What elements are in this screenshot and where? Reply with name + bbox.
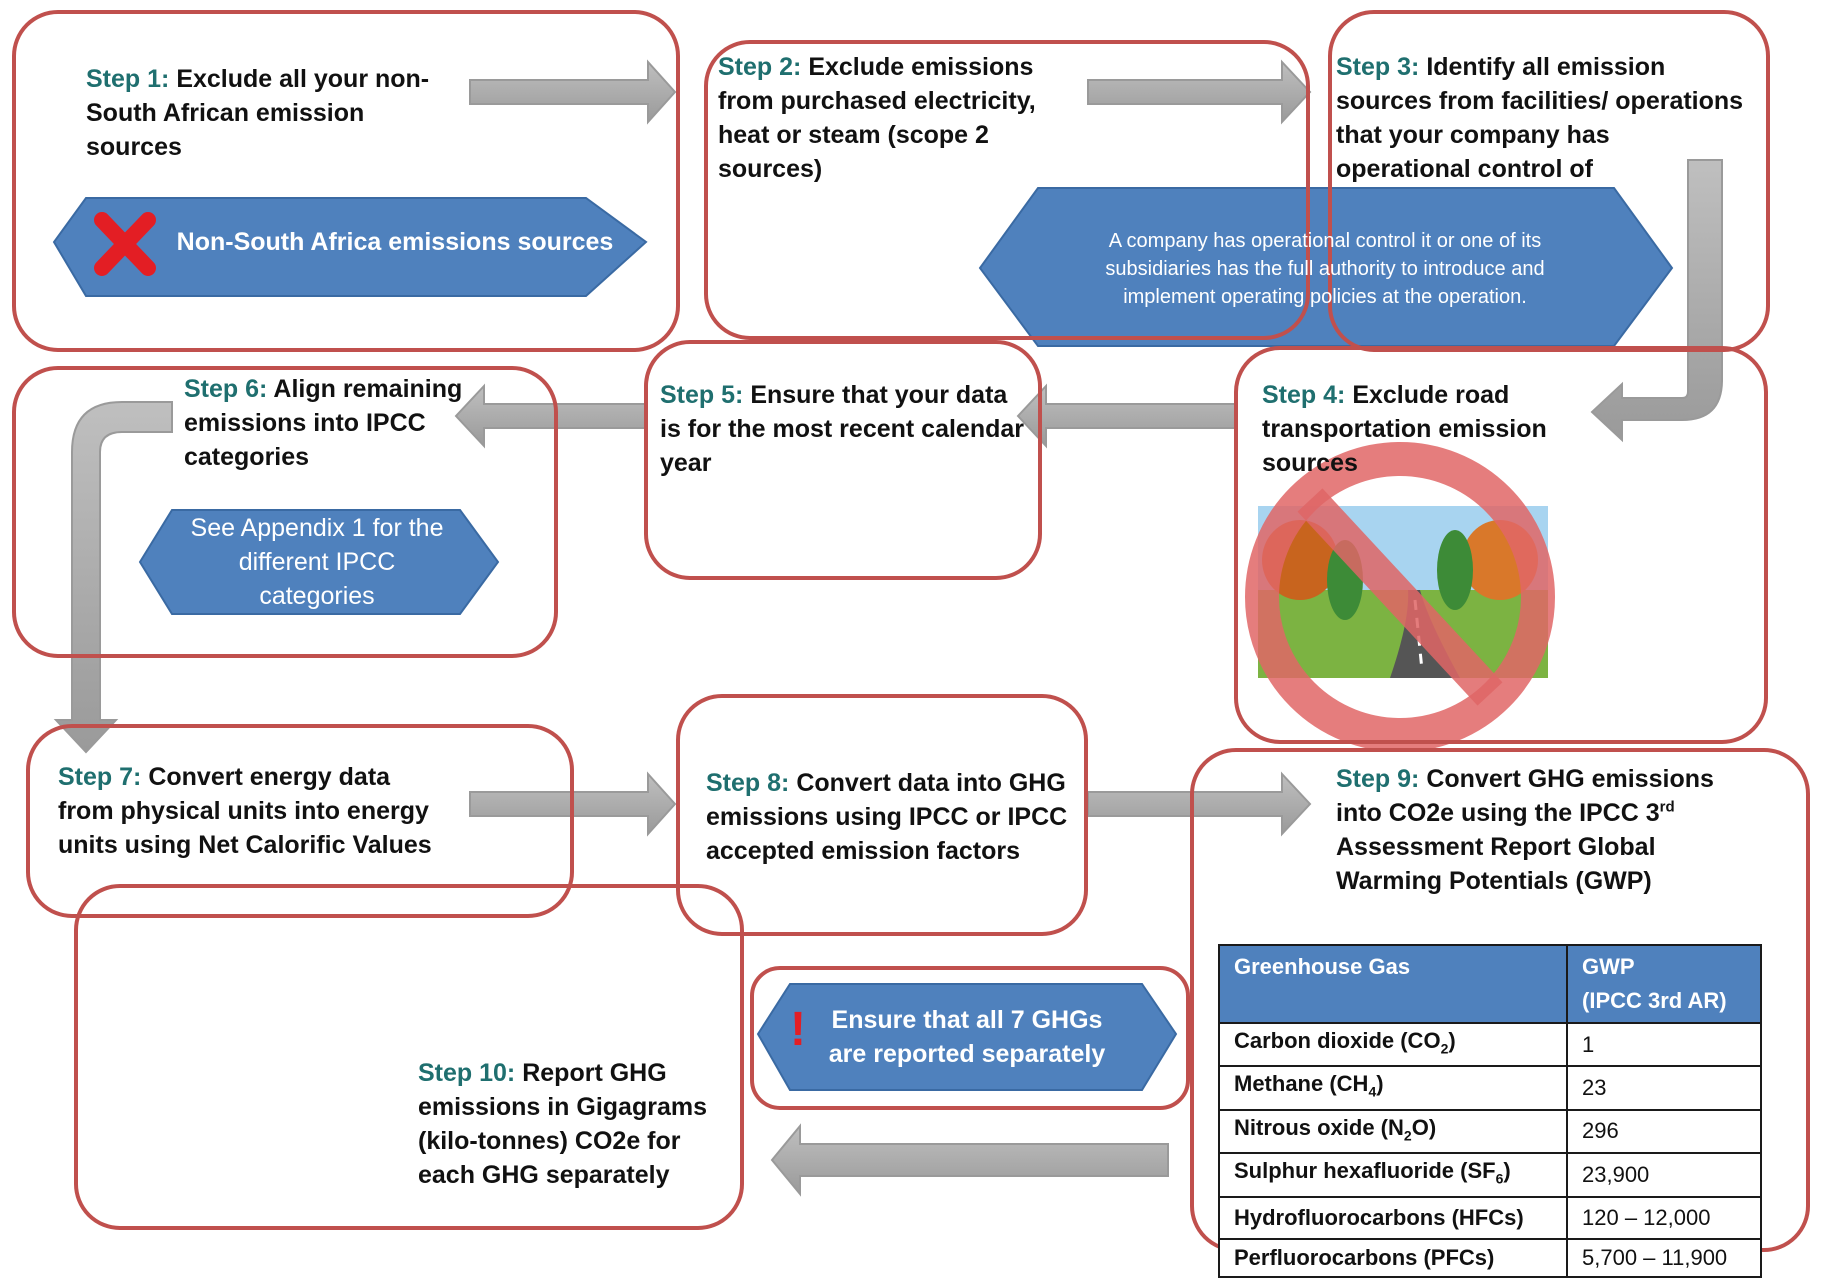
gwp-gas-name: Methane (CH (1234, 1071, 1369, 1097)
step-9-text-a: Convert GHG emissions into CO2e using th… (1336, 765, 1714, 827)
box-step6 (12, 366, 558, 658)
box-step8 (676, 694, 1088, 936)
gwp-header-gwp: GWP (IPCC 3rd AR) (1566, 944, 1762, 1024)
gwp-table: Greenhouse Gas GWP (IPCC 3rd AR) Carbon … (1218, 944, 1762, 1278)
step-9: Step 9: Convert GHG emissions into CO2e … (1336, 762, 1746, 898)
step-9-label: Step 9: (1336, 765, 1420, 793)
step-8-label: Step 8: (706, 769, 790, 797)
step-2: Step 2: Exclude emissions from purchased… (718, 50, 1078, 186)
hexagon-appendix-text: See Appendix 1 for the different IPCC ca… (190, 514, 444, 610)
table-row: Nitrous oxide (N2O)296 (1218, 1108, 1762, 1155)
gwp-gas-cell: Methane (CH4) (1218, 1065, 1568, 1111)
table-row: Sulphur hexafluoride (SF6)23,900 (1218, 1152, 1762, 1198)
arrow-step8-to-step9 (1087, 771, 1312, 837)
step-5: Step 5: Ensure that your data is for the… (660, 378, 1030, 480)
hexagon-non-sa (52, 197, 648, 297)
step-4-text: Exclude road transportation emission sou… (1262, 381, 1547, 477)
step-2-label: Step 2: (718, 53, 802, 81)
step-9-text-b: Assessment Report Global Warming Potenti… (1336, 833, 1656, 895)
step-7: Step 7: Convert energy data from physica… (58, 760, 438, 862)
box-step5 (644, 340, 1042, 580)
arrow-step5-to-step6 (454, 383, 647, 449)
hexagon-seven-ghgs-text: Ensure that all 7 GHGs are reported sepa… (828, 1006, 1106, 1068)
gwp-header-gwp-label: GWP (1582, 954, 1635, 979)
box-step1 (12, 10, 680, 352)
gwp-header-gas: Greenhouse Gas (1218, 944, 1568, 1024)
step-6-label: Step 6: (184, 375, 268, 403)
step-6-text: Align remaining emissions into IPCC cate… (184, 375, 463, 471)
step-1-text: Exclude all your non-South African emiss… (86, 65, 430, 161)
table-row: Methane (CH4)23 (1218, 1065, 1762, 1111)
step-5-label: Step 5: (660, 381, 744, 409)
gwp-gas-cell: Sulphur hexafluoride (SF6) (1218, 1152, 1568, 1198)
step-5-text: Ensure that your data is for the most re… (660, 381, 1025, 477)
step-7-text: Convert energy data from physical units … (58, 763, 432, 859)
box-step4 (1234, 346, 1768, 744)
step-8-text: Convert data into GHG emissions using IP… (706, 769, 1068, 865)
table-row: Hydrofluorocarbons (HFCs) 120 – 12,000 (1218, 1195, 1762, 1240)
box-seven-ghgs (750, 966, 1190, 1110)
step-1: Step 1: Exclude all your non-South Afric… (86, 62, 466, 164)
hexagon-seven-ghgs (756, 983, 1178, 1091)
step-9-sup: rd (1659, 798, 1675, 816)
step-3-text: Identify all emission sources from facil… (1336, 53, 1744, 183)
gwp-gas-cell: Nitrous oxide (N2O) (1218, 1108, 1568, 1155)
gwp-gas-subscript: 4 (1368, 1083, 1377, 1100)
gwp-gas-name: Nitrous oxide (N (1234, 1114, 1404, 1140)
gwp-gas-tail: ) (1448, 1028, 1456, 1053)
exclamation-icon: ! (790, 1003, 806, 1056)
gwp-gas-name: Perfluorocarbons (PFCs) (1234, 1244, 1495, 1270)
no-road-transport-icon (1245, 442, 1555, 752)
gwp-gas-tail: O) (1411, 1114, 1437, 1140)
step-6: Step 6: Align remaining emissions into I… (184, 372, 484, 474)
gwp-value-cell: 296 (1566, 1108, 1762, 1155)
step-7-label: Step 7: (58, 763, 142, 791)
gwp-gas-name: Hydrofluorocarbons (HFCs) (1234, 1204, 1524, 1230)
gwp-value-cell: 23 (1566, 1065, 1762, 1111)
step-2-text: Exclude emissions from purchased electri… (718, 53, 1036, 183)
gwp-table-header: Greenhouse Gas GWP (IPCC 3rd AR) (1218, 944, 1762, 1024)
hexagon-appendix (138, 509, 500, 615)
gwp-gas-subscript: 6 (1495, 1170, 1504, 1187)
gwp-value-cell: 120 – 12,000 (1566, 1195, 1762, 1240)
step-8: Step 8: Convert data into GHG emissions … (706, 766, 1086, 868)
gwp-gas-name: Sulphur hexafluoride (SF (1234, 1158, 1496, 1184)
table-row: Perfluorocarbons (PFCs) 5,700 – 11,900 (1218, 1237, 1762, 1278)
red-x-icon (94, 212, 156, 276)
arrow-step4-to-step5 (1016, 383, 1237, 449)
gwp-value-cell: 1 (1566, 1021, 1762, 1068)
hexagon-non-sa-text: Non-South Africa emissions sources (176, 227, 614, 256)
gwp-gas-subscript: 2 (1403, 1127, 1412, 1144)
step-4: Step 4: Exclude road transportation emis… (1262, 378, 1592, 480)
hexagon-operational-control-text: A company has operational control it or … (1105, 230, 1545, 308)
step-10: Step 10: Report GHG emissions in Gigagra… (418, 1056, 728, 1192)
arrow-step3-to-step4 (1590, 159, 1723, 443)
step-4-label: Step 4: (1262, 381, 1346, 409)
arrow-step1-to-step2 (469, 59, 677, 125)
gwp-gas-cell: Carbon dioxide (CO2) (1218, 1021, 1568, 1068)
step-1-label: Step 1: (86, 65, 170, 93)
gwp-gas-tail: ) (1376, 1071, 1384, 1097)
gwp-gas-cell: Perfluorocarbons (PFCs) (1218, 1237, 1568, 1278)
step-3: Step 3: Identify all emission sources fr… (1336, 50, 1746, 186)
gwp-gas-name: Carbon dioxide (CO (1234, 1028, 1441, 1053)
box-step10 (74, 884, 744, 1230)
box-step3 (1328, 10, 1770, 352)
gwp-gas-tail: ) (1503, 1158, 1511, 1184)
box-step2 (704, 40, 1310, 340)
gwp-value-cell: 5,700 – 11,900 (1566, 1237, 1762, 1278)
gwp-gas-subscript: 2 (1440, 1040, 1449, 1057)
step-10-label: Step 10: (418, 1059, 516, 1087)
box-step7 (26, 724, 574, 918)
table-row: Carbon dioxide (CO2)1 (1218, 1021, 1762, 1068)
step-3-label: Step 3: (1336, 53, 1420, 81)
gwp-value-cell: 23,900 (1566, 1152, 1762, 1198)
gwp-header-gwp-sub: (IPCC 3rd AR) (1582, 988, 1727, 1013)
arrow-step9-to-step10 (770, 1123, 1169, 1197)
gwp-gas-cell: Hydrofluorocarbons (HFCs) (1218, 1195, 1568, 1240)
step-10-text: Report GHG emissions in Gigagrams (kilo-… (418, 1059, 707, 1189)
